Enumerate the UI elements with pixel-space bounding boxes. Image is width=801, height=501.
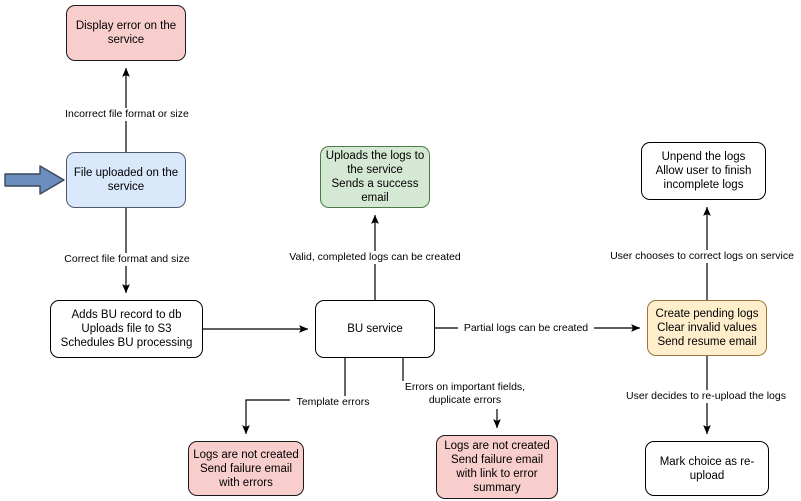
node-logs-not-created-fields[interactable]: Logs are not created Send failure email …: [436, 435, 558, 499]
edge-label-errors-important-fields: Errors on important fields, duplicate er…: [392, 381, 538, 407]
node-mark-choice-as-reupload[interactable]: Mark choice as re- upload: [645, 441, 769, 496]
node-create-pending-logs[interactable]: Create pending logs Clear invalid values…: [647, 300, 767, 356]
edge-label-valid-completed-logs: Valid, completed logs can be created: [280, 251, 470, 264]
edge-label-incorrect-file-format: Incorrect file format or size: [52, 108, 202, 121]
node-uploads-logs-success[interactable]: Uploads the logs to the service Sends a …: [320, 146, 430, 208]
entry-arrow: [4, 164, 66, 196]
node-adds-bu-record[interactable]: Adds BU record to db Uploads file to S3 …: [50, 300, 203, 358]
node-unpend-logs[interactable]: Unpend the logs Allow user to finish inc…: [641, 142, 766, 200]
node-file-uploaded-on-service[interactable]: File uploaded on the service: [66, 152, 186, 208]
edge-label-user-decides-reupload: User decides to re-upload the logs: [614, 390, 798, 403]
edge-label-template-errors: Template errors: [290, 396, 376, 409]
node-display-error[interactable]: Display error on the service: [66, 5, 186, 61]
edge-label-user-corrects-logs: User chooses to correct logs on service: [604, 250, 800, 263]
edge-label-correct-file-format: Correct file format and size: [53, 253, 201, 266]
edge-label-partial-logs: Partial logs can be created: [458, 322, 594, 335]
node-logs-not-created-template[interactable]: Logs are not created Send failure email …: [188, 441, 304, 496]
node-bu-service[interactable]: BU service: [315, 300, 435, 358]
edge-template-errors-to-pink: [242, 399, 290, 435]
